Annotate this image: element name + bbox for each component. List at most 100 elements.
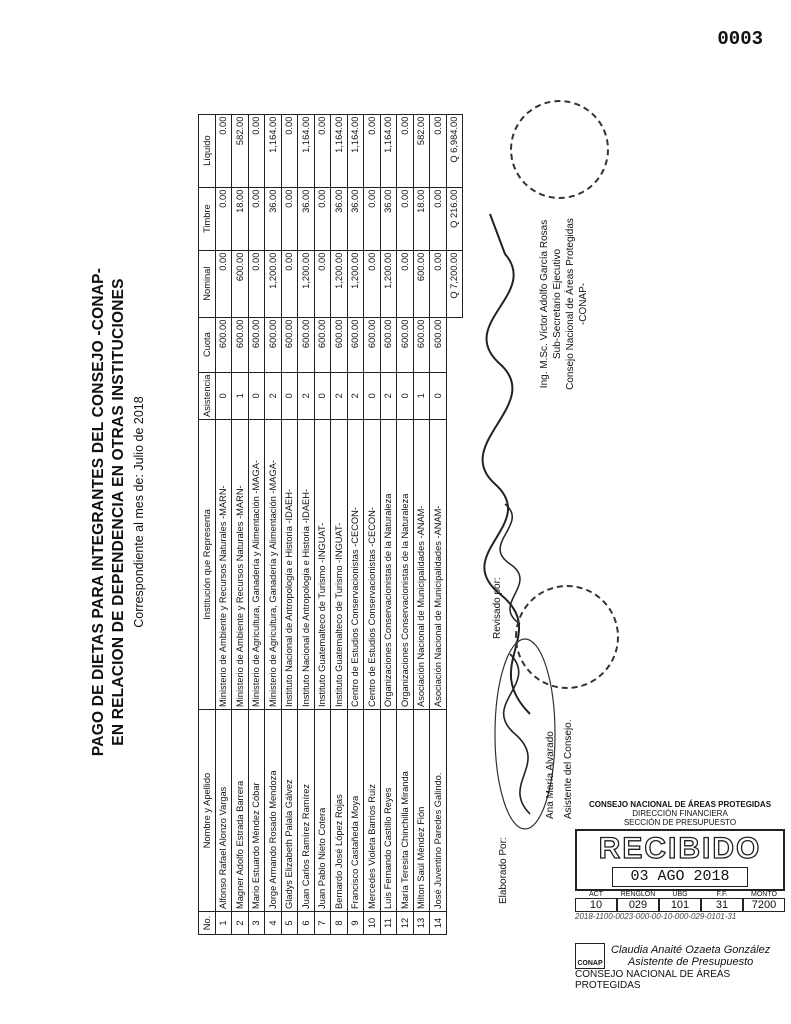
table-cell: 36.00 (297, 187, 314, 251)
table-cell: 0.00 (248, 187, 265, 251)
table-cell: 0.00 (429, 250, 446, 318)
table-cell: 1,164.00 (347, 114, 364, 188)
table-cell: 582.00 (231, 114, 248, 188)
table-cell: 600.00 (231, 250, 248, 318)
table-cell: 13 (413, 911, 430, 935)
table-cell: 1 (231, 372, 248, 420)
column-header: Cuota (198, 317, 215, 373)
table-cell: Bernardo José López Rojas (330, 709, 347, 912)
table-cell: 0.00 (215, 250, 232, 318)
stamp-value: 029 (617, 898, 659, 912)
table-cell: 0 (314, 372, 331, 420)
reviewer-org-abbr: -CONAP- (578, 282, 589, 326)
preparer-block: Ana María Alvarado Asistente del Consejo… (542, 719, 578, 819)
table-cell: 0.00 (396, 250, 413, 318)
stamp-date: 03 AGO 2018 (612, 867, 748, 887)
title-line-1: PAGO DE DIETAS PARA INTEGRANTES DEL CONS… (90, 267, 107, 757)
table-cell: Instituto Nacional de Antropología e His… (281, 419, 298, 710)
table-cell: 2 (264, 372, 281, 420)
table-cell: Instituto Guatemalteco de Turismo -INGUA… (314, 419, 331, 710)
table-cell: 11 (380, 911, 397, 935)
table-cell: 600.00 (314, 317, 331, 373)
table-cell: 1,164.00 (330, 114, 347, 188)
conap-seal-stamp (510, 100, 609, 199)
reviewer-name: Ing. M.Sc. Víctor Adolfo García Rosas (539, 219, 550, 389)
signer-org: CONSEJO NACIONAL DE ÁREAS PROTEGIDAS (575, 969, 731, 991)
stamp-value: 31 (701, 898, 743, 912)
received-stamp: CONSEJO NACIONAL DE ÁREAS PROTEGIDAS DIR… (575, 800, 785, 991)
table-cell: 4 (264, 911, 281, 935)
table-cell: Ministerio de Agricultura, Ganadería y A… (264, 419, 281, 710)
table-cell: 5 (281, 911, 298, 935)
reviewer-title: Sub-Secretario Ejecutivo (552, 248, 563, 360)
table-cell: 1 (413, 372, 430, 420)
table-cell: 14 (429, 911, 446, 935)
table-cell: 0.00 (248, 114, 265, 188)
period-label: Correspondiente al mes de: (132, 474, 146, 628)
table-cell: 36.00 (264, 187, 281, 251)
empty-cell (446, 912, 463, 935)
table-cell: 0 (248, 372, 265, 420)
empty-cell (446, 420, 463, 710)
table-cell: 0.00 (314, 250, 331, 318)
table-cell: 600.00 (413, 317, 430, 373)
empty-cell (446, 372, 463, 419)
table-cell: 600.00 (380, 317, 397, 373)
table-cell: 2 (380, 372, 397, 420)
column-header: Líquido (198, 114, 215, 188)
table-cell: 18.00 (413, 187, 430, 251)
column-header: Asistencia (198, 372, 215, 420)
table-cell: 1,200.00 (380, 250, 397, 318)
stamp-field: UBG (672, 891, 688, 898)
stamp-field: MONTO (751, 891, 777, 898)
table-cell: Alfonso Rafael Alonzo Vargas (215, 709, 232, 912)
stamp-value: 10 (575, 898, 617, 912)
table-cell: 600.00 (396, 317, 413, 373)
table-cell: Instituto Guatemalteco de Turismo -INGUA… (330, 419, 347, 710)
reviewer-block: Ing. M.Sc. Víctor Adolfo García Rosas Su… (538, 204, 590, 404)
stamp-word: RECIBIDO (598, 832, 762, 865)
table-cell: 9 (347, 911, 364, 935)
prepared-label: Elaborado Por: (498, 837, 509, 904)
total-timbre: Q 216.00 (446, 187, 463, 251)
column-header: Timbre (198, 187, 215, 251)
table-cell: 1,164.00 (380, 114, 397, 188)
reviewer-signature-icon (481, 213, 531, 715)
table-cell: 1,164.00 (264, 114, 281, 188)
table-cell: 1,200.00 (297, 250, 314, 318)
table-cell: 0.00 (314, 114, 331, 188)
stamp-dept: DIRECCIÓN FINANCIERA (632, 809, 728, 818)
table-cell: 0.00 (215, 114, 232, 188)
table-cell: 0 (215, 372, 232, 420)
table-cell: 600.00 (330, 317, 347, 373)
table-cell: 10 (363, 911, 380, 935)
table-cell: 2 (231, 911, 248, 935)
table-cell: Mercedes Violeta Barrios Ruiz (363, 709, 380, 912)
title-line-2: EN RELACION DE DEPENDENCIA EN OTRAS INST… (110, 278, 127, 746)
table-cell: 0.00 (396, 114, 413, 188)
table-cell: Magner Adolfo Estrada Barrera (231, 709, 248, 912)
page-number: 0003 (717, 28, 763, 50)
table-cell: 0 (363, 372, 380, 420)
total-nominal: Q 7,200.00 (446, 250, 463, 318)
table-cell: 600.00 (347, 317, 364, 373)
stamp-value: 7200 (743, 898, 785, 912)
stamp-section: SECCIÓN DE PRESUPUESTO (623, 818, 737, 827)
table-cell: Ministerio de Ambiente y Recursos Natura… (215, 419, 232, 710)
stamp-budget-line: 2018-1100-0023-000-00-10-000-029-0101-31 (575, 912, 737, 921)
table-cell: Organizaciones Conservacionistas de la N… (380, 419, 397, 710)
table-cell: Centro de Estudios Conservacionistas -CE… (347, 419, 364, 710)
table-cell: 0.00 (281, 187, 298, 251)
